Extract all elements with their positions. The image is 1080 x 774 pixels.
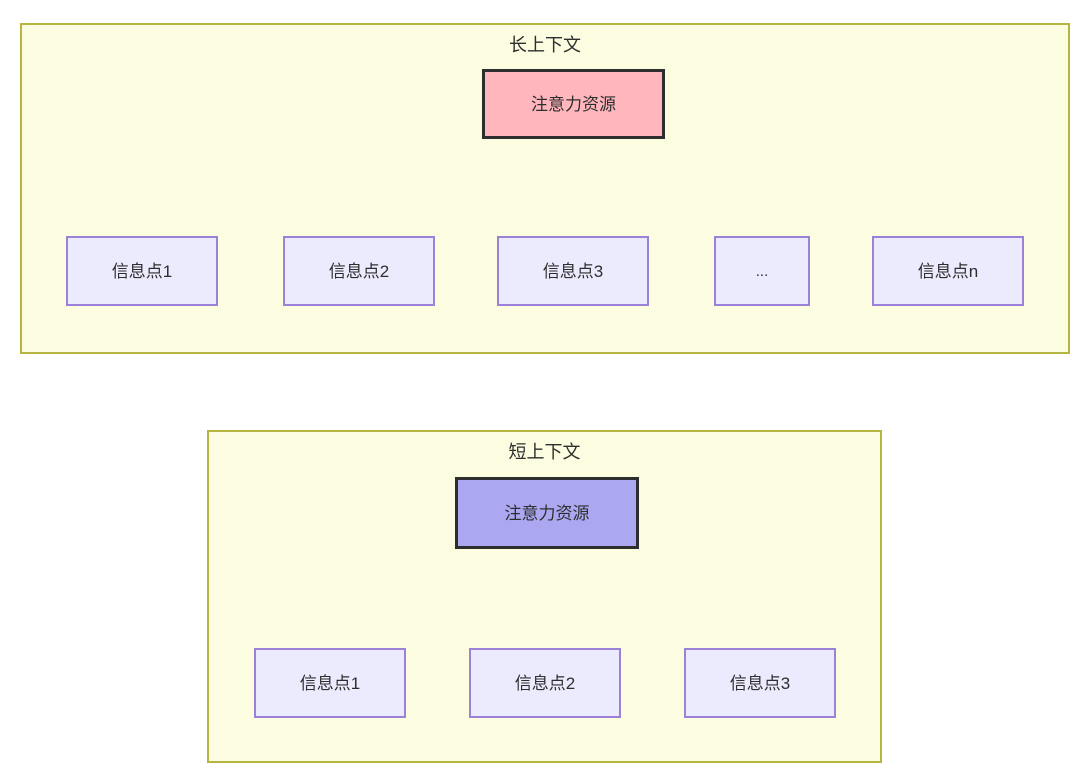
short-info-label-3: 信息点3 — [729, 673, 791, 693]
short-context-attention-node: 注意力资源 — [455, 477, 639, 549]
short-info-node-1: 信息点1 — [254, 648, 406, 718]
long-info-label-ellipsis: ... — [755, 262, 769, 280]
long-info-label-3: 信息点3 — [542, 261, 604, 281]
short-info-label-2: 信息点2 — [514, 673, 576, 693]
short-info-label-1: 信息点1 — [299, 673, 361, 693]
long-info-label-n: 信息点n — [917, 261, 979, 281]
long-info-label-2: 信息点2 — [328, 261, 390, 281]
long-info-node-ellipsis: ... — [714, 236, 810, 306]
short-context-attention-label: 注意力资源 — [504, 503, 590, 523]
long-context-panel-title: 长上下文 — [509, 35, 581, 55]
long-info-node-3: 信息点3 — [497, 236, 649, 306]
long-info-node-n: 信息点n — [872, 236, 1024, 306]
short-context-panel-title: 短上下文 — [508, 442, 581, 462]
long-context-attention-node: 注意力资源 — [482, 69, 665, 139]
long-info-node-1: 信息点1 — [66, 236, 218, 306]
long-info-label-1: 信息点1 — [111, 261, 173, 281]
short-info-node-3: 信息点3 — [684, 648, 836, 718]
long-info-node-2: 信息点2 — [283, 236, 435, 306]
long-context-attention-label: 注意力资源 — [531, 94, 616, 114]
short-info-node-2: 信息点2 — [469, 648, 621, 718]
